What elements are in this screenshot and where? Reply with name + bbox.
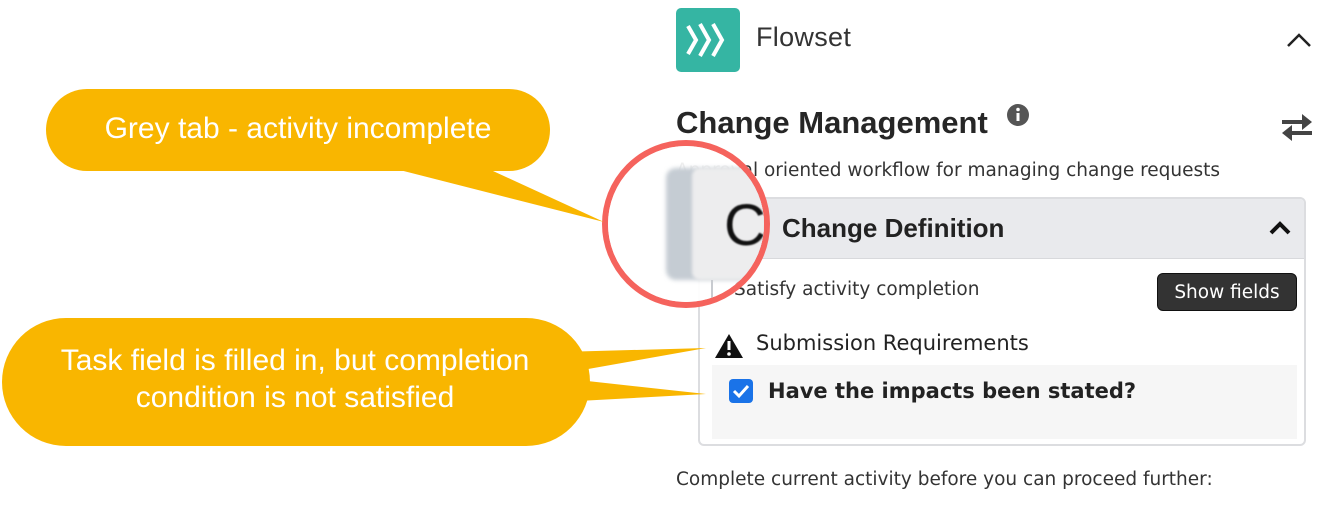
callout-task-field-line1: Task field is filled in, but completion: [60, 344, 530, 377]
show-fields-button[interactable]: Show fields: [1157, 273, 1297, 311]
magnifier-circle: C: [602, 140, 770, 308]
app-name: Flowset: [756, 22, 852, 52]
magnified-tab-edge: [692, 168, 764, 280]
chevron-up-icon[interactable]: [1268, 219, 1292, 237]
magnified-letter: C: [724, 193, 766, 258]
completion-condition-text: Satisfy activity completion: [734, 279, 980, 300]
task-label: Have the impacts been stated?: [768, 379, 1137, 403]
info-icon[interactable]: [1006, 103, 1030, 127]
workflow-title: Change Management: [676, 105, 988, 140]
callout-task-field-line2: condition is not satisfied: [135, 381, 455, 414]
magnified-connector-line: [711, 280, 713, 302]
callout-grey-tab-text: Grey tab - activity incomplete: [104, 112, 492, 145]
callout-grey-tab-bubble: [46, 89, 604, 222]
callout-task-field-text: Task field is filled in, but completion …: [10, 342, 580, 416]
task-row: Have the impacts been stated?: [712, 365, 1297, 439]
warning-triangle-icon: [714, 333, 744, 359]
chevron-up-icon[interactable]: [1284, 30, 1314, 50]
submission-requirements-heading: Submission Requirements: [756, 331, 1029, 355]
workflow-description: Approval oriented workflow for managing …: [676, 160, 1221, 181]
activity-tab[interactable]: Change Definition: [700, 199, 1304, 259]
swap-arrows-icon[interactable]: [1280, 113, 1314, 141]
flowset-logo-icon: [676, 8, 740, 72]
task-checkbox[interactable]: [729, 379, 753, 403]
activity-panel: Change Definition Satisfy activity compl…: [698, 197, 1306, 446]
activity-title: Change Definition: [782, 213, 1005, 243]
footer-message: Complete current activity before you can…: [676, 469, 1213, 490]
